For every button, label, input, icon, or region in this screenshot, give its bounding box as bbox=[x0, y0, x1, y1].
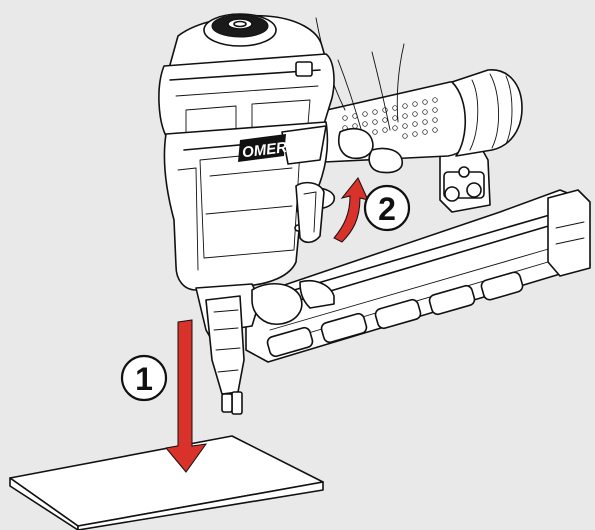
step-2-badge: 2 bbox=[363, 184, 411, 232]
nose-assembly bbox=[195, 280, 335, 415]
curved-up-arrow-icon bbox=[333, 177, 369, 243]
top-dial bbox=[203, 13, 277, 47]
trigger bbox=[295, 181, 325, 244]
magazine-slots bbox=[266, 271, 524, 358]
magazine bbox=[245, 189, 591, 363]
handle-end-cap bbox=[451, 69, 523, 157]
down-arrow-icon bbox=[165, 319, 208, 473]
workpiece-board bbox=[9, 435, 324, 530]
grip-texture bbox=[342, 97, 438, 141]
step-1-badge: 1 bbox=[120, 354, 168, 402]
rear-support bbox=[439, 141, 491, 213]
motor-housing: OMER bbox=[158, 13, 335, 291]
step-2-number: 2 bbox=[378, 191, 396, 227]
brand-logo-text: OMER bbox=[241, 139, 288, 161]
brand-logo: OMER bbox=[238, 134, 288, 162]
step-1-number: 1 bbox=[135, 361, 153, 397]
